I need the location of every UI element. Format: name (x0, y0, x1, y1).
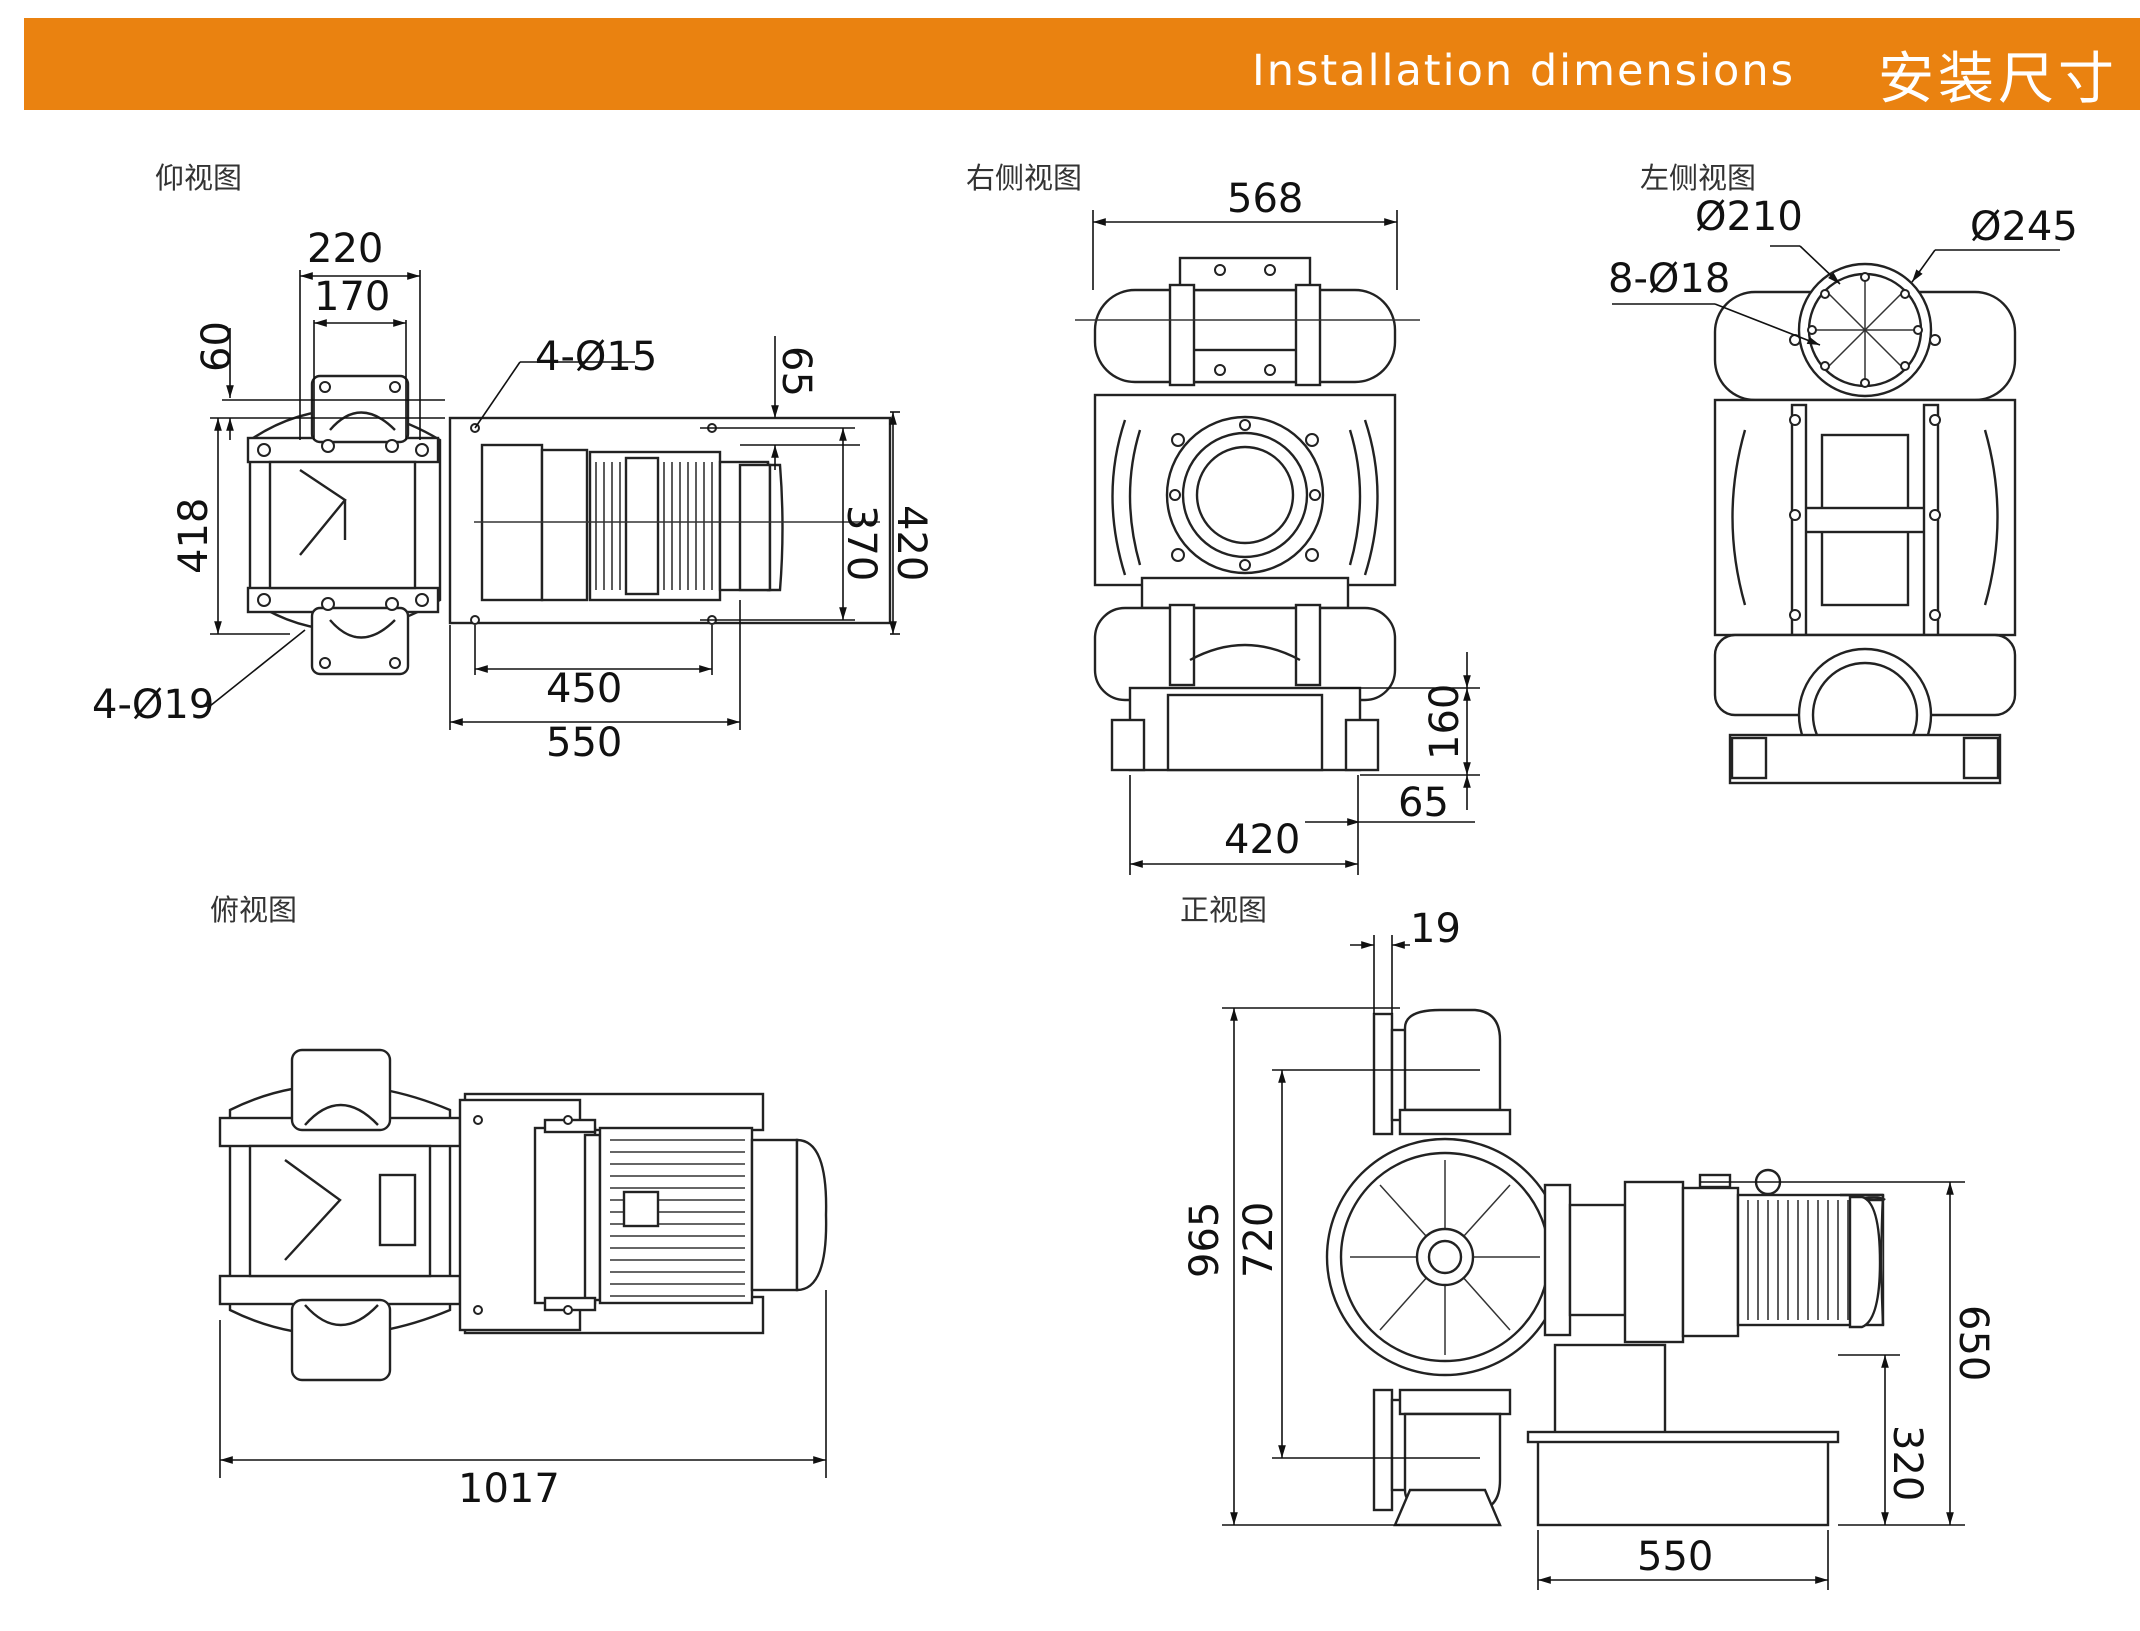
dim-170: 170 (314, 274, 390, 320)
dim-65-right: 65 (1398, 780, 1449, 826)
right-side-dimensions (1092, 210, 1480, 875)
dim-60: 60 (194, 321, 240, 372)
front-view-dimensions (1222, 935, 1965, 1590)
right-side-pump (1075, 256, 1420, 772)
right-side-view: 右侧视图 (966, 161, 1480, 875)
dim-965: 965 (1182, 1202, 1228, 1278)
dim-4-phi19: 4-Ø19 (92, 682, 214, 728)
bottom-view: 仰视图 (92, 161, 934, 766)
front-view-pump (1325, 1008, 1572, 1527)
left-side-view-title: 左侧视图 (1640, 161, 1756, 195)
dim-1017: 1017 (458, 1466, 560, 1512)
dim-4-phi15: 4-Ø15 (535, 334, 657, 380)
top-view-pump (218, 1048, 462, 1382)
bottom-view-title: 仰视图 (155, 161, 242, 195)
header-title-zh: 安装尺寸 (1878, 47, 2118, 112)
dim-phi210: Ø210 (1695, 194, 1803, 240)
dim-650: 650 (1950, 1305, 1996, 1381)
dim-160: 160 (1422, 684, 1468, 760)
dim-420-bottom: 420 (888, 505, 934, 581)
dim-320: 320 (1884, 1425, 1930, 1501)
dim-8-phi18: 8-Ø18 (1608, 256, 1730, 302)
dim-450: 450 (546, 666, 622, 712)
dim-65-bottom: 65 (773, 346, 819, 397)
header-banner: Installation dimensions 安装尺寸 (24, 18, 2140, 112)
dim-550-front: 550 (1637, 1534, 1713, 1580)
bottom-view-dimensions (200, 270, 900, 730)
dim-418: 418 (171, 498, 217, 574)
dim-phi245: Ø245 (1970, 204, 2078, 250)
top-view-dimensions (219, 1290, 827, 1478)
dim-550-bottom: 550 (546, 720, 622, 766)
dim-220: 220 (307, 226, 383, 272)
top-view: 俯视图 (210, 893, 828, 1512)
dim-720: 720 (1236, 1202, 1282, 1278)
header-title-en: Installation dimensions (1252, 46, 1795, 96)
top-view-title: 俯视图 (210, 893, 297, 927)
front-view: 正视图 (1180, 893, 1996, 1590)
left-side-pump (1713, 262, 2017, 785)
front-view-title: 正视图 (1180, 893, 1267, 927)
right-side-view-title: 右侧视图 (966, 161, 1082, 195)
bottom-view-motor (448, 416, 892, 625)
left-side-view: 左侧视图 (1608, 161, 2078, 785)
top-view-motor (458, 1092, 828, 1335)
dim-370: 370 (838, 505, 884, 581)
front-view-motor (1526, 1168, 1886, 1527)
left-side-dimensions (1612, 245, 2060, 346)
dim-420-right: 420 (1224, 817, 1300, 863)
dim-568: 568 (1227, 176, 1303, 222)
bottom-view-pump (246, 374, 442, 676)
dim-19: 19 (1410, 906, 1461, 952)
